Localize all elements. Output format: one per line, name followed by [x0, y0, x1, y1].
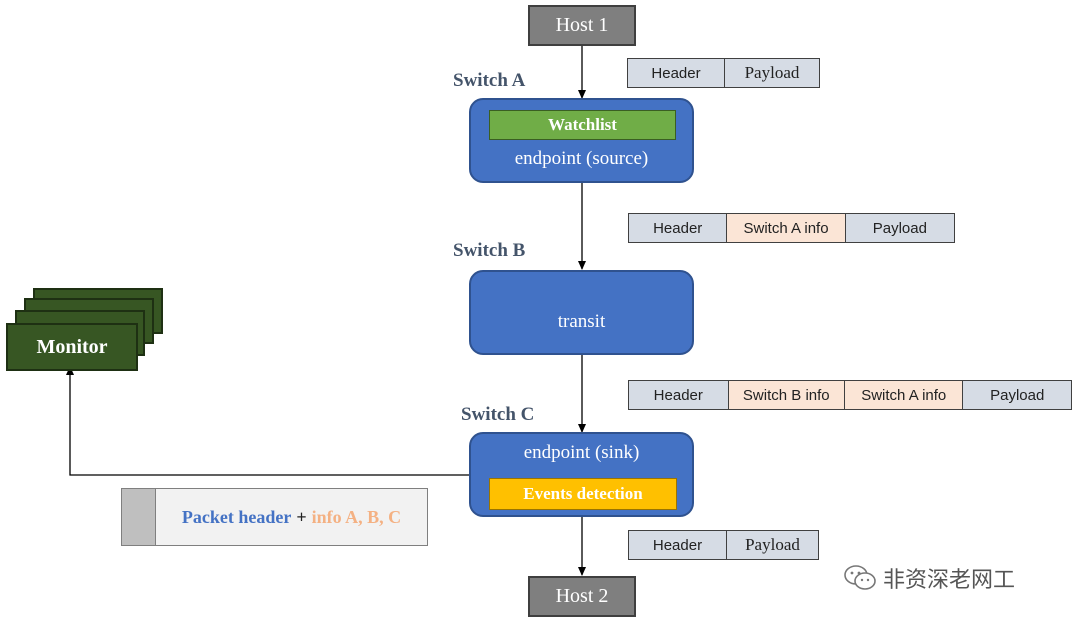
report-packet-text: Packet header + info A, B, C	[156, 489, 427, 545]
watchlist-label: Watchlist	[548, 115, 617, 134]
packet-3: Header Switch B info Switch A info Paylo…	[628, 380, 1072, 410]
packet-2-payload: Payload	[845, 214, 954, 242]
wechat-icon	[844, 565, 876, 590]
packet-2-header: Header	[629, 214, 728, 242]
host-1: Host 1	[528, 5, 636, 46]
packet-1-payload: Payload	[724, 59, 819, 87]
host-2-label: Host 2	[555, 585, 609, 607]
packet-4-header: Header	[629, 531, 727, 559]
monitor-label: Monitor	[36, 335, 108, 358]
switch-c-label: Switch C	[461, 404, 535, 425]
switch-b-label: Switch B	[453, 240, 526, 261]
arrow-switch-c-to-monitor	[66, 366, 470, 476]
packet-1-header: Header	[628, 59, 725, 87]
packet-3-header: Header	[629, 381, 729, 409]
packet-3-payload: Payload	[963, 381, 1071, 409]
switch-c-role: endpoint (sink)	[523, 442, 640, 463]
switch-b: transit	[469, 270, 694, 355]
events-detection-label: Events detection	[523, 484, 643, 503]
report-plus-sign: +	[296, 506, 307, 527]
packet-4-payload: Payload	[726, 531, 818, 559]
watermark-text: 非资深老网工	[883, 568, 1016, 593]
report-packet-stub	[122, 489, 156, 545]
watermark: 非资深老网工	[843, 562, 1015, 594]
packet-3-switch-a-info: Switch A info	[845, 381, 964, 409]
host-1-label: Host 1	[555, 14, 609, 36]
switch-b-role: transit	[557, 311, 606, 332]
packet-4: Header Payload	[628, 530, 819, 560]
packet-1: Header Payload	[627, 58, 820, 88]
packet-2: Header Switch A info Payload	[628, 213, 955, 243]
packet-2-switch-a-info: Switch A info	[727, 214, 846, 242]
events-detection-tag: Events detection	[489, 478, 677, 510]
report-packet: Packet header + info A, B, C	[121, 488, 428, 546]
switch-c: endpoint (sink) Events detection	[469, 432, 694, 517]
report-packet-header-text: Packet header	[181, 506, 292, 527]
packet-3-switch-b-info: Switch B info	[728, 381, 846, 409]
report-info-text: info A, B, C	[311, 506, 402, 527]
watchlist-tag: Watchlist	[489, 110, 676, 140]
switch-a-label: Switch A	[453, 70, 526, 91]
switch-a: Watchlist endpoint (source)	[469, 98, 694, 183]
monitor: Monitor	[6, 323, 138, 371]
host-2: Host 2	[528, 576, 636, 617]
switch-a-role: endpoint (source)	[514, 148, 649, 169]
